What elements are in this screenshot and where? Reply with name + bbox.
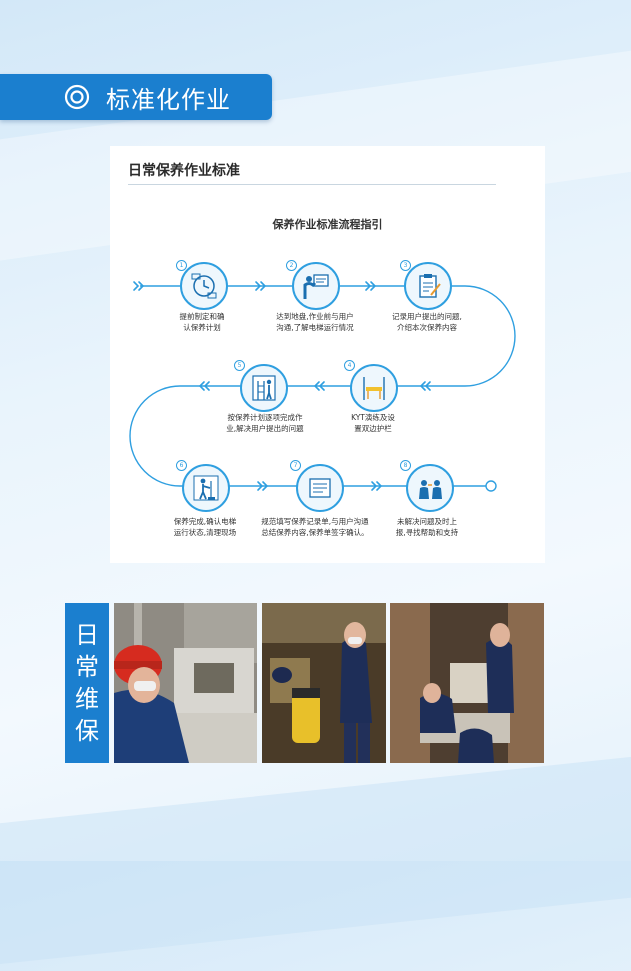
background-band-bottom bbox=[0, 748, 631, 971]
cleaning-icon bbox=[182, 464, 230, 512]
elevator-machine-room-photo bbox=[114, 603, 257, 763]
label-char: 保 bbox=[75, 717, 99, 745]
section-header: 标准化作业 bbox=[0, 74, 272, 120]
label-char: 维 bbox=[75, 685, 99, 713]
step-label: 记录用户提出的问题,介绍本次保养内容 bbox=[392, 312, 462, 332]
double-circle-icon bbox=[64, 84, 90, 110]
step-number: 5 bbox=[234, 360, 245, 371]
step-label: 按保养计划逐项完成作业,解决用户提出的问题 bbox=[226, 413, 304, 433]
plan-schedule-icon bbox=[180, 262, 228, 310]
step-number: 1 bbox=[176, 260, 187, 271]
step-number: 4 bbox=[344, 360, 355, 371]
section-title: 标准化作业 bbox=[106, 85, 231, 114]
step-label: 提前制定和确认保养计划 bbox=[179, 312, 225, 332]
elevator-shaft-photo bbox=[390, 603, 544, 763]
step-label: 规范填写保养记录单,与用户沟通总结保养内容,保养单签字确认。 bbox=[261, 517, 369, 537]
document-sign-icon bbox=[296, 464, 344, 512]
step-number: 6 bbox=[176, 460, 187, 471]
clipboard-icon bbox=[404, 262, 452, 310]
presentation-icon bbox=[292, 262, 340, 310]
step-label: 保养完成,确认电梯运行状态,清理现场 bbox=[173, 517, 237, 537]
card-title: 日常保养作业标准 bbox=[128, 163, 240, 179]
step-number: 7 bbox=[290, 460, 301, 471]
step-number: 2 bbox=[286, 260, 297, 271]
elevator-pit-photo bbox=[262, 603, 386, 763]
step-number: 3 bbox=[400, 260, 411, 271]
process-card: 日常保养作业标准 保养作业标准流程指引 1 提前制定和确认保 bbox=[110, 146, 545, 563]
step-label: 未解决问题及时上报,寻找帮助和支持 bbox=[395, 517, 459, 537]
flow-title: 保养作业标准流程指引 bbox=[272, 218, 383, 231]
step-label: 达到地盘,作业前与用户沟通,了解电梯运行情况 bbox=[276, 312, 354, 332]
help-support-icon bbox=[406, 464, 454, 512]
step-label: KYT演练及设置双边护栏 bbox=[351, 413, 395, 433]
label-char: 日 bbox=[75, 621, 99, 649]
flow-path bbox=[129, 281, 516, 492]
step-number: 8 bbox=[400, 460, 411, 471]
daily-maintenance-label: 日 常 维 保 bbox=[65, 603, 109, 763]
label-char: 常 bbox=[75, 653, 99, 681]
ladder-worker-icon bbox=[240, 364, 288, 412]
divider bbox=[128, 184, 496, 185]
barrier-icon bbox=[350, 364, 398, 412]
